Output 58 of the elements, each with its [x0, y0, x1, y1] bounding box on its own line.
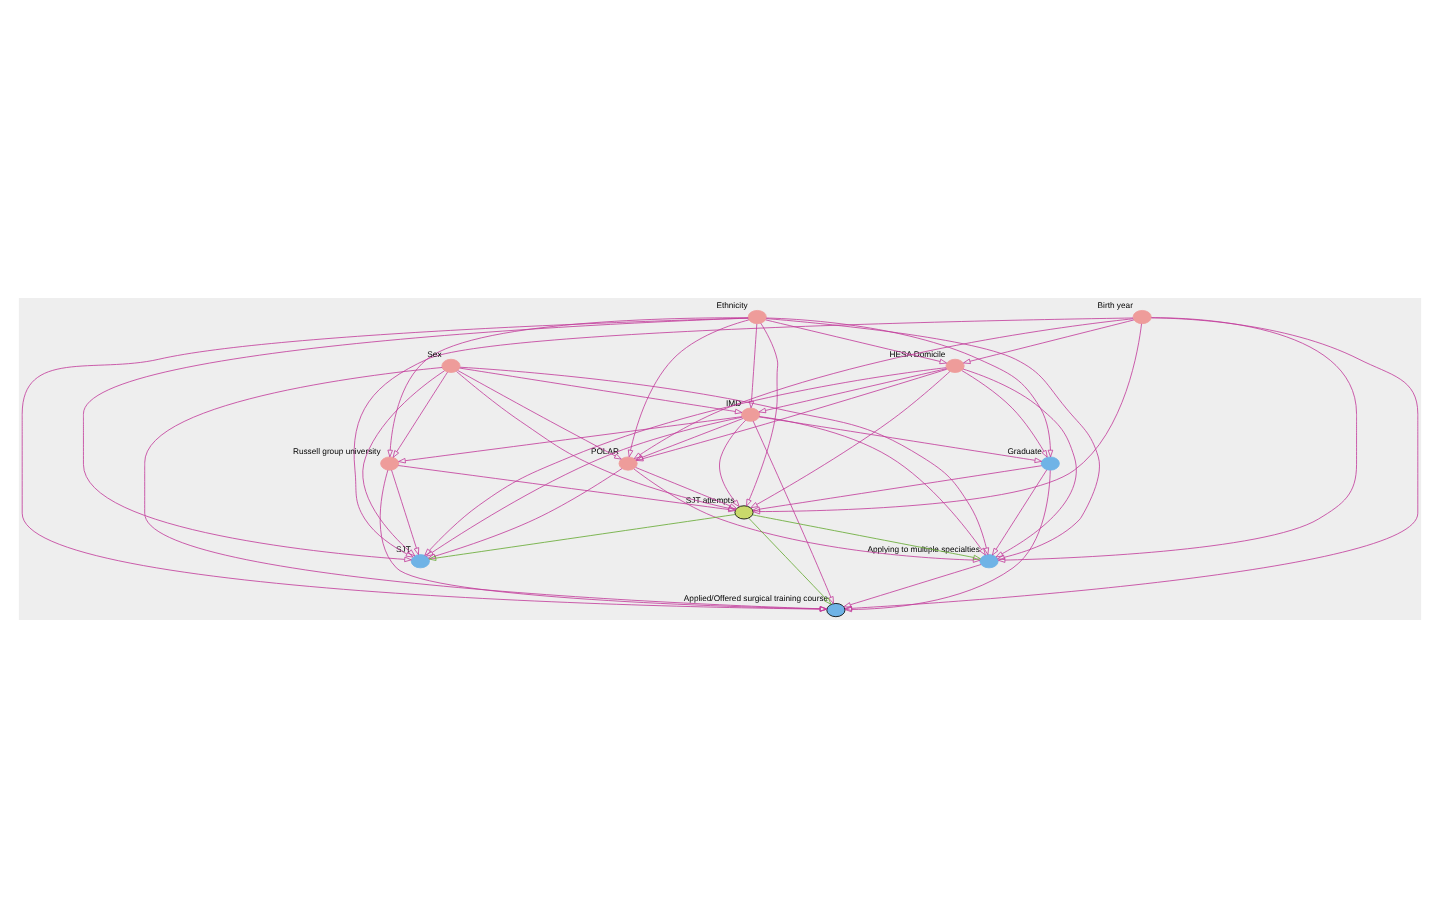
arrow	[963, 318, 1135, 363]
arrow	[765, 316, 1054, 457]
arrow	[752, 419, 834, 603]
arrow	[459, 366, 743, 414]
node-circle	[410, 553, 430, 568]
node-circle	[945, 357, 965, 372]
arrow	[719, 418, 746, 506]
node-circle	[441, 357, 461, 372]
arrow	[759, 415, 986, 555]
arrow	[748, 322, 758, 408]
arrow	[83, 316, 749, 562]
arrow	[758, 415, 1042, 463]
arrow	[457, 369, 622, 459]
node-circle	[826, 602, 846, 617]
arrow	[387, 316, 749, 457]
arrow	[428, 513, 736, 560]
node-circle	[747, 309, 767, 324]
arrow	[765, 317, 1100, 560]
arrow	[398, 464, 736, 512]
arrow	[843, 563, 982, 607]
arrow	[752, 322, 1142, 514]
arrow	[765, 318, 948, 364]
arrow	[627, 318, 750, 457]
arrow	[427, 467, 623, 558]
arrow	[992, 468, 1048, 555]
arrow	[752, 513, 981, 560]
arrow	[398, 415, 743, 463]
arrow	[752, 464, 1042, 511]
node-circle	[1132, 309, 1152, 324]
arrow	[748, 516, 832, 604]
arrow	[962, 367, 1077, 557]
arrow	[844, 469, 1051, 612]
node-circle	[979, 553, 999, 568]
arrow	[635, 417, 744, 460]
arrow	[633, 317, 1134, 458]
arrow	[353, 316, 1134, 557]
arrow	[961, 369, 1048, 457]
node-circle	[741, 406, 761, 421]
arrow	[21, 316, 828, 611]
arrow	[362, 369, 445, 556]
arrow	[392, 370, 448, 457]
arrow	[379, 468, 828, 611]
node-circle	[618, 455, 638, 470]
arrow	[636, 367, 948, 461]
node-circle	[1040, 455, 1060, 470]
arrow	[635, 466, 737, 508]
arrow	[391, 468, 420, 554]
arrow	[997, 316, 1357, 562]
node-circle	[380, 455, 400, 470]
arrow	[426, 415, 743, 556]
arrow	[750, 370, 951, 508]
arrow	[144, 366, 828, 611]
arrow	[758, 367, 947, 413]
node-circle	[734, 504, 754, 519]
arrow	[456, 370, 736, 511]
arrow	[746, 321, 779, 506]
arrow	[844, 316, 1419, 611]
arrow	[633, 467, 981, 562]
